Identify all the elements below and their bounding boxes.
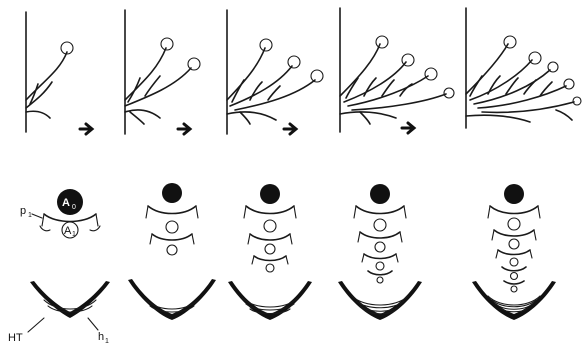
label-axillary-sub: 1 bbox=[72, 231, 76, 238]
bud-stage-3 bbox=[228, 184, 312, 320]
label-axillary: A bbox=[64, 225, 72, 237]
shoot-stage-1 bbox=[26, 12, 73, 132]
label-apical: A bbox=[62, 197, 70, 209]
label-height: h bbox=[98, 331, 104, 343]
apical-bud bbox=[57, 189, 83, 215]
label-hypocotyl: HT bbox=[8, 332, 23, 344]
shoot-stage-3 bbox=[227, 10, 323, 134]
bud-stage-5 bbox=[472, 184, 556, 320]
shoot-stage-2 bbox=[125, 10, 200, 134]
bud-stage-4 bbox=[338, 184, 422, 320]
arrow-icon-1 bbox=[80, 124, 92, 134]
arrow-icon-2 bbox=[178, 124, 190, 134]
bud-stage-1: A 0 A 1 p 1 HT h 1 bbox=[8, 189, 110, 345]
arrow-icon-4 bbox=[402, 123, 414, 133]
shoot-stage-4 bbox=[340, 8, 454, 132]
label-apical-sub: 0 bbox=[72, 204, 76, 211]
label-phytomer: p bbox=[20, 205, 26, 217]
bud-stage-2 bbox=[128, 183, 216, 320]
shoot-stage-5 bbox=[466, 8, 581, 128]
label-height-sub: 1 bbox=[105, 338, 109, 345]
label-phytomer-sub: 1 bbox=[28, 212, 32, 219]
arrow-icon-3 bbox=[284, 124, 296, 134]
